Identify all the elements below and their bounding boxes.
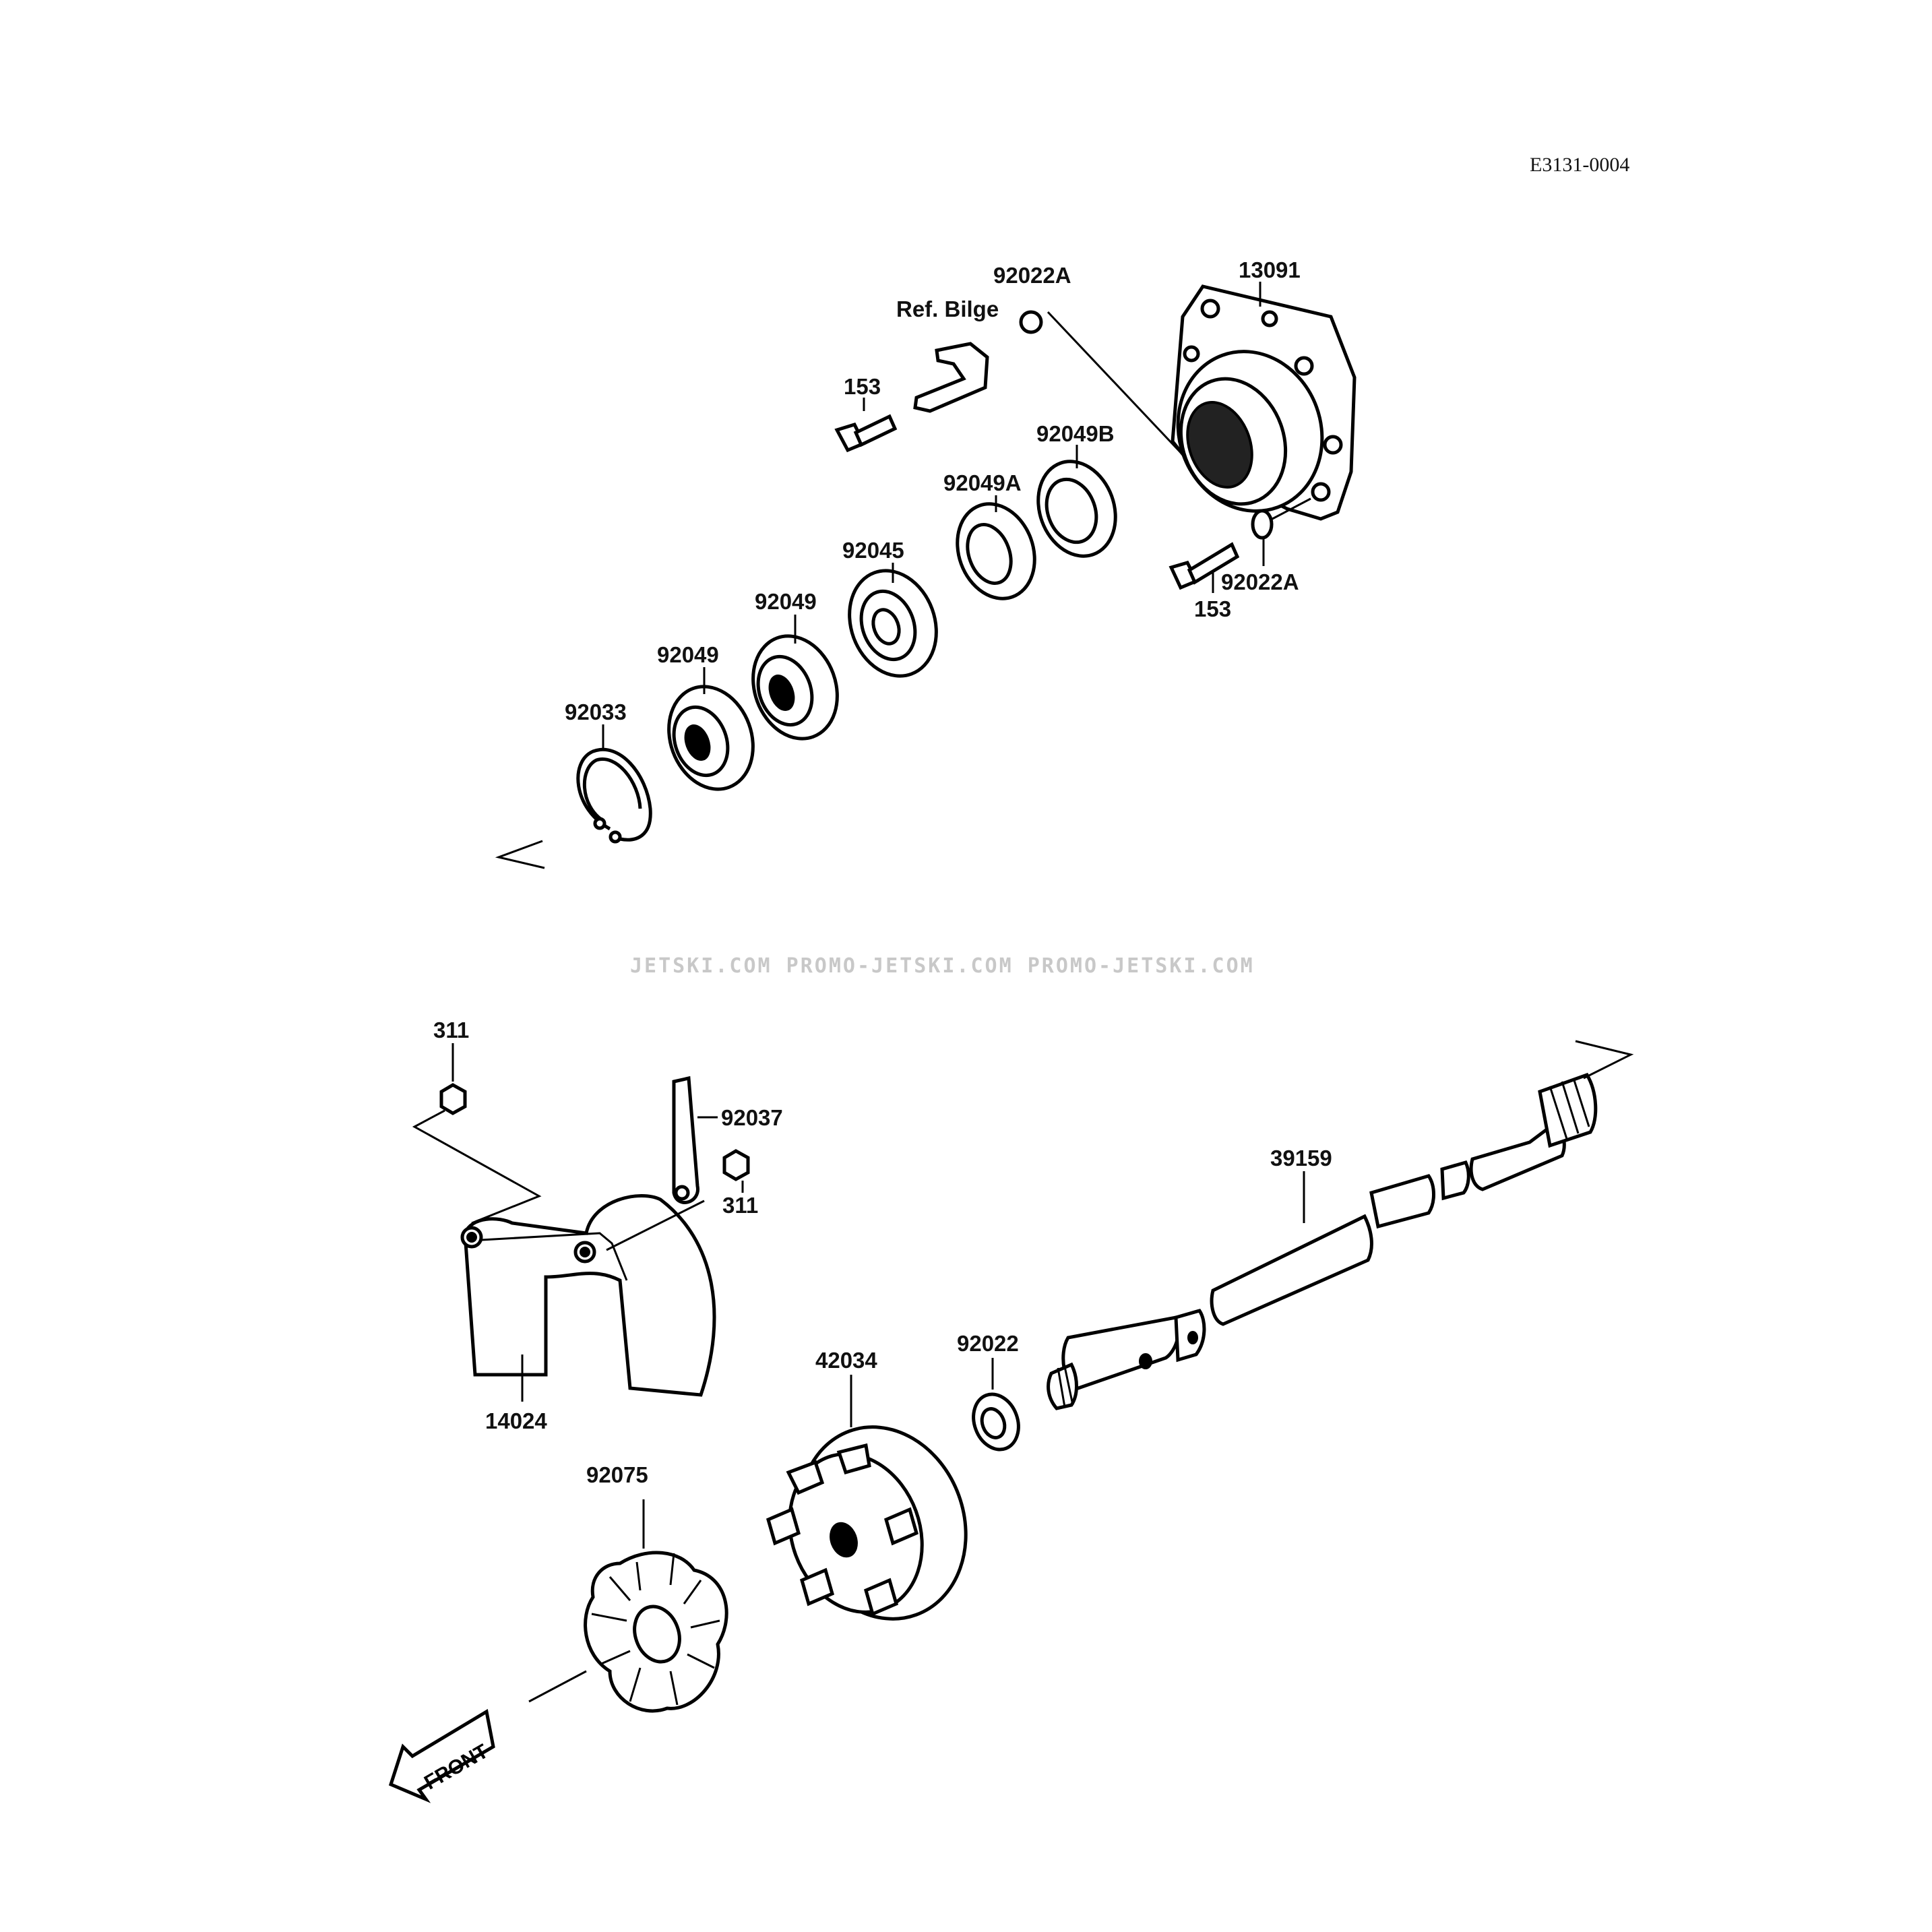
label-311-left: 311 xyxy=(433,1018,469,1042)
label-92049A: 92049A xyxy=(943,470,1022,495)
label-42034: 42034 xyxy=(815,1348,877,1373)
bilge-bracket xyxy=(913,342,989,413)
washer-92022A-bottom xyxy=(1251,509,1274,540)
leader-washer-housing xyxy=(1272,497,1311,520)
seal-92049-left xyxy=(667,685,755,791)
label-153-bottom: 153 xyxy=(1194,596,1231,621)
label-92022A-top: 92022A xyxy=(993,263,1071,288)
label-92022: 92022 xyxy=(957,1331,1019,1356)
label-92033: 92033 xyxy=(565,699,627,724)
label-311-right: 311 xyxy=(722,1193,758,1218)
seal-92049A xyxy=(956,502,1036,600)
label-92045: 92045 xyxy=(842,538,904,563)
seal-92049-right xyxy=(751,634,839,741)
label-14024: 14024 xyxy=(485,1408,547,1433)
label-ref-bilge: Ref. Bilge xyxy=(896,297,999,321)
leader-nut-plate xyxy=(606,1199,705,1251)
label-39159: 39159 xyxy=(1270,1146,1332,1171)
circlip-92033 xyxy=(576,747,652,844)
coupling-42034 xyxy=(766,1425,968,1621)
label-92037: 92037 xyxy=(721,1105,783,1130)
front-arrow-icon: FRONT xyxy=(388,1709,495,1803)
label-153-top: 153 xyxy=(844,374,881,399)
label-92049-right: 92049 xyxy=(755,589,817,614)
nut-311-left xyxy=(439,1083,467,1115)
seal-92049B xyxy=(1036,460,1117,558)
watermark: JETSKI.COM PROMO-JETSKI.COM PROMO-JETSKI… xyxy=(630,954,1255,978)
bolt-153-top xyxy=(834,414,898,453)
label-92022A-bottom: 92022A xyxy=(1221,569,1299,594)
label-13091: 13091 xyxy=(1239,257,1301,282)
label-92075: 92075 xyxy=(586,1462,648,1487)
axis-marker-upper xyxy=(495,840,545,869)
plate-92037-hole xyxy=(674,1185,690,1201)
bearing-92045 xyxy=(848,569,938,678)
bearing-housing-13091 xyxy=(1171,284,1357,521)
cover-14024 xyxy=(460,1193,716,1397)
bolt-153-bottom xyxy=(1168,542,1240,590)
leader-92022A-top xyxy=(1047,311,1187,460)
axis-marker-lower xyxy=(1575,1040,1634,1080)
washer-92022A-top xyxy=(1019,310,1043,334)
axis-marker-damper xyxy=(528,1670,587,1703)
washer-92022 xyxy=(972,1392,1020,1452)
drawing-code: E3131-0004 xyxy=(1530,154,1629,176)
leader-nut-cover xyxy=(412,1109,542,1224)
plate-92037 xyxy=(672,1076,699,1204)
drive-shaft-39159 xyxy=(1047,1072,1598,1410)
label-92049-left: 92049 xyxy=(657,642,719,667)
nut-311-right xyxy=(722,1149,750,1181)
damper-92075 xyxy=(584,1551,728,1713)
label-92049B: 92049B xyxy=(1036,421,1115,446)
